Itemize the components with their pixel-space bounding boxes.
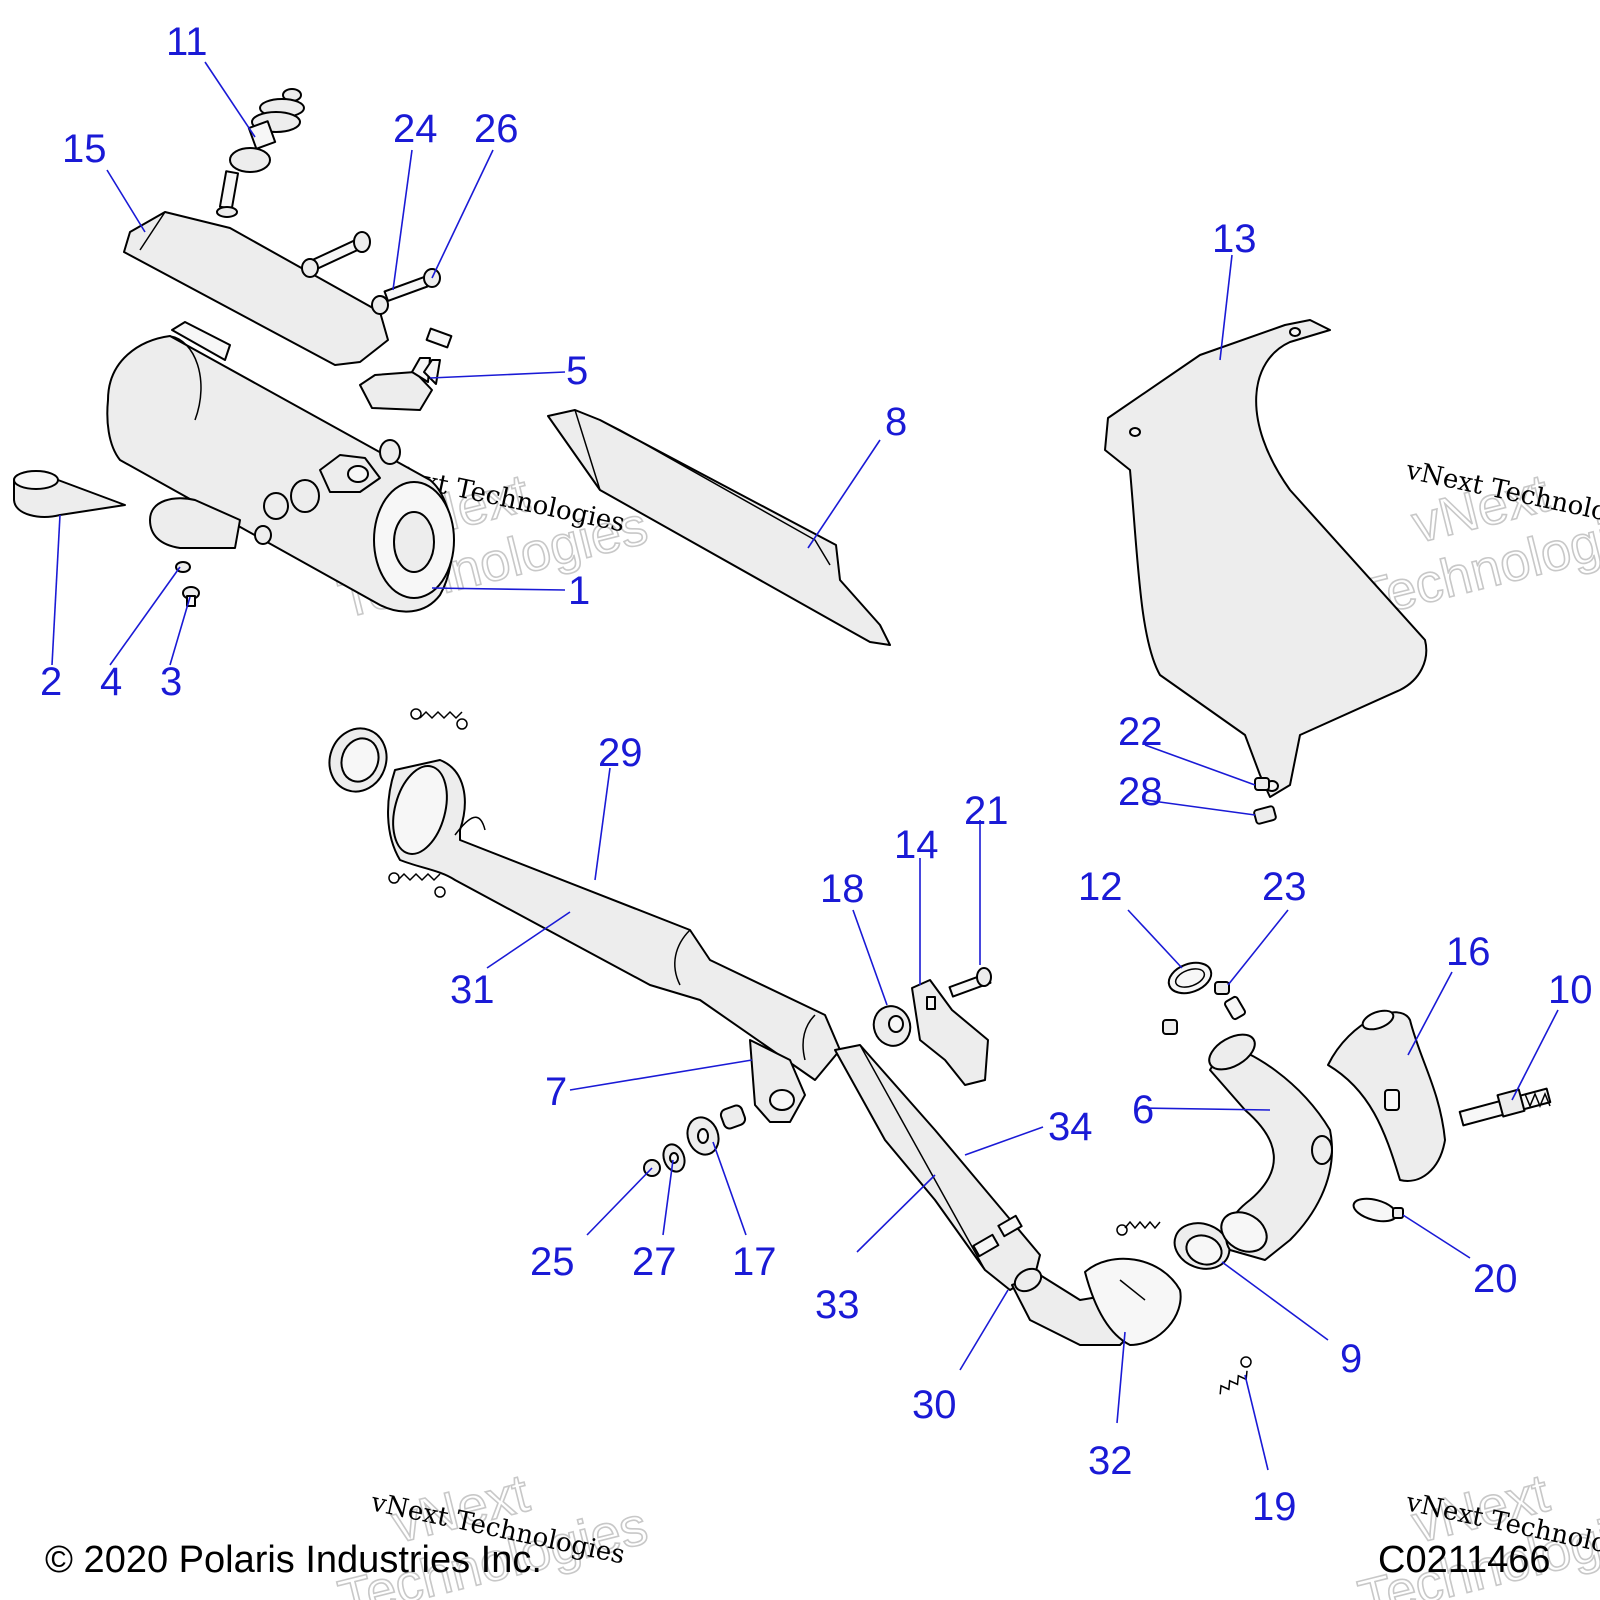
callout-24: 24 bbox=[393, 107, 438, 151]
callout-34: 34 bbox=[1048, 1105, 1093, 1149]
part-mount-bracket bbox=[911, 979, 989, 1086]
part-mid-pipe bbox=[387, 759, 841, 1081]
part-o-ring bbox=[1167, 961, 1213, 995]
part-elbow-pipe bbox=[1011, 1257, 1182, 1346]
part-exhaust-gasket bbox=[328, 727, 388, 793]
copyright-text: © 2020 Polaris Industries Inc. bbox=[45, 1539, 542, 1581]
part-grommet-stack bbox=[216, 88, 305, 218]
callout-18: 18 bbox=[820, 867, 865, 911]
part-shield-fasteners bbox=[1253, 777, 1277, 825]
callout-23: 23 bbox=[1262, 865, 1307, 909]
part-spring-lower bbox=[1219, 1356, 1252, 1395]
part-head-pipe bbox=[834, 1044, 1041, 1291]
part-stud-23 bbox=[1214, 981, 1246, 1021]
part-small-fasteners bbox=[175, 561, 200, 607]
part-spark-arrestor-tip bbox=[13, 470, 126, 518]
callout-9: 9 bbox=[1340, 1337, 1362, 1381]
callout-14: 14 bbox=[894, 823, 939, 867]
part-pipe-bracket bbox=[719, 1039, 806, 1130]
part-bolt-21 bbox=[948, 967, 992, 998]
callout-12: 12 bbox=[1078, 865, 1123, 909]
part-header-heat-shield bbox=[1327, 1009, 1446, 1182]
callout-8: 8 bbox=[885, 400, 907, 444]
callout-19: 19 bbox=[1252, 1485, 1297, 1529]
callout-20: 20 bbox=[1473, 1257, 1518, 1301]
part-muffler-bracket bbox=[359, 357, 441, 411]
callout-17: 17 bbox=[732, 1240, 777, 1284]
callout-15: 15 bbox=[62, 127, 107, 171]
part-clamp bbox=[1352, 1197, 1404, 1223]
callout-21: 21 bbox=[964, 789, 1009, 833]
callout-13: 13 bbox=[1212, 217, 1257, 261]
part-header-pipe bbox=[1162, 1019, 1333, 1261]
callout-29: 29 bbox=[598, 731, 643, 775]
callout-4: 4 bbox=[100, 660, 122, 704]
callout-3: 3 bbox=[160, 660, 182, 704]
part-muffler bbox=[106, 321, 455, 613]
callout-16: 16 bbox=[1446, 930, 1491, 974]
part-spring-middle bbox=[388, 872, 446, 898]
callout-27: 27 bbox=[632, 1240, 677, 1284]
leader-lines bbox=[51, 61, 1559, 1471]
callout-31: 31 bbox=[450, 968, 495, 1012]
part-washers bbox=[643, 1116, 720, 1177]
callout-28: 28 bbox=[1118, 770, 1163, 814]
callout-5: 5 bbox=[566, 349, 588, 393]
part-spring-right bbox=[1116, 1220, 1161, 1236]
callout-22: 22 bbox=[1118, 710, 1163, 754]
callout-11: 11 bbox=[166, 20, 208, 64]
callout-labels: 11 15 24 26 13 5 8 1 2 4 3 22 28 29 21 1… bbox=[40, 20, 1593, 1529]
callout-26: 26 bbox=[474, 107, 519, 151]
callout-33: 33 bbox=[815, 1283, 860, 1327]
callout-30: 30 bbox=[912, 1383, 957, 1427]
diagram-code: C0211466 bbox=[1378, 1539, 1551, 1581]
callout-2: 2 bbox=[40, 660, 62, 704]
callout-1: 1 bbox=[568, 569, 590, 613]
part-isolator bbox=[872, 1005, 912, 1047]
part-sealing-ring bbox=[1173, 1222, 1231, 1270]
callout-32: 32 bbox=[1088, 1439, 1133, 1483]
part-heat-shield-long bbox=[547, 409, 891, 646]
callout-10: 10 bbox=[1548, 968, 1593, 1012]
callout-7: 7 bbox=[545, 1070, 567, 1114]
part-spring-upper bbox=[410, 708, 468, 730]
callout-25: 25 bbox=[530, 1240, 575, 1284]
part-oxygen-sensor bbox=[1458, 1087, 1552, 1127]
callout-6: 6 bbox=[1132, 1088, 1154, 1132]
